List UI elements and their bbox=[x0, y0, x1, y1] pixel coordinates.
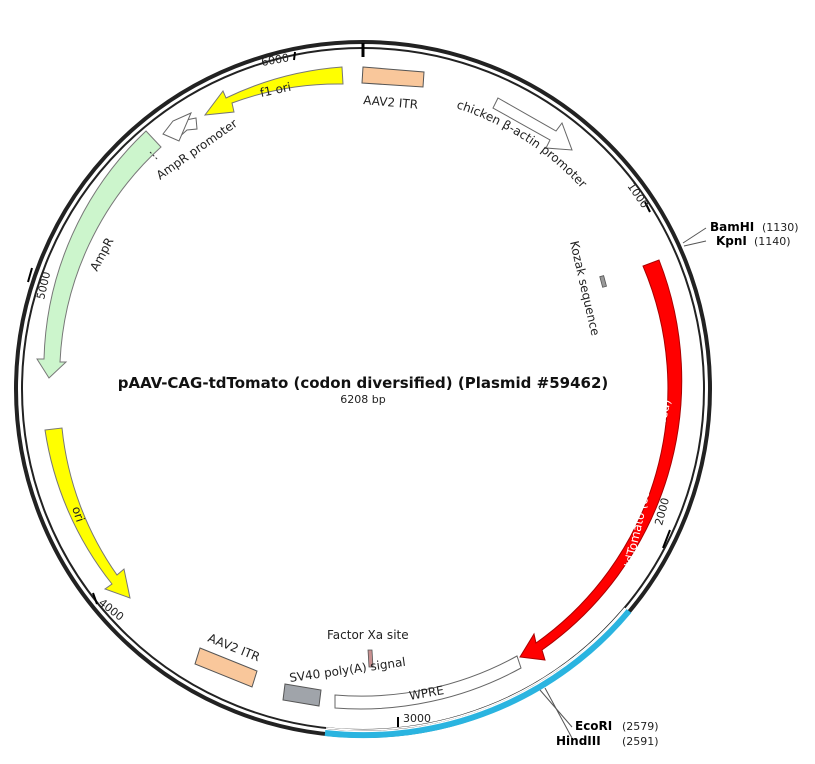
f1-ori-feature bbox=[203, 66, 344, 116]
tick-mark-2000 bbox=[662, 529, 671, 549]
tick-label-5000: 5000 bbox=[34, 270, 53, 300]
ori-feature bbox=[44, 427, 131, 599]
tick-label-6000: 6000 bbox=[260, 51, 290, 69]
ecori-site-pos: (2579) bbox=[622, 720, 659, 733]
kpni-site-name: KpnI bbox=[716, 234, 747, 248]
ampr-label: AmpR bbox=[87, 235, 116, 273]
hindiii-leader-line bbox=[544, 687, 573, 739]
kpni-site-pos: (1140) bbox=[754, 235, 791, 248]
plasmid-title: pAAV-CAG-tdTomato (codon diversified) (P… bbox=[118, 374, 609, 392]
sv40-feature bbox=[282, 683, 322, 707]
tick-mark-5000 bbox=[27, 267, 33, 283]
wpre-label: WPRE bbox=[408, 683, 445, 703]
tdtomato-feature bbox=[519, 259, 683, 661]
ampr-promoter-feature-head bbox=[162, 112, 192, 142]
aav2-itr-bottom-feature bbox=[194, 647, 258, 688]
kozak-sequence-feature bbox=[599, 275, 607, 288]
plasmid-size: 6208 bp bbox=[340, 393, 385, 406]
chicken-promoter-feature bbox=[492, 97, 573, 151]
bamhi-site-name: BamHI bbox=[710, 220, 754, 234]
f1-ori-label: f1 ori bbox=[259, 80, 293, 100]
wpre-backbone-region bbox=[324, 609, 632, 739]
factor-xa-label: Factor Xa site bbox=[327, 628, 409, 642]
ori-label: ori bbox=[69, 505, 87, 524]
kozak-sequence-label: Kozak sequence bbox=[567, 240, 602, 338]
ampr-feature bbox=[36, 130, 162, 379]
tick-mark-1000 bbox=[644, 201, 651, 213]
sv40-label: SV40 poly(A) signal bbox=[288, 655, 406, 685]
hindiii-site-name: HindIII bbox=[556, 734, 601, 748]
tick-mark-6000 bbox=[293, 51, 296, 61]
ampr-promoter-divider bbox=[149, 151, 159, 161]
aav2-itr-top-label: AAV2 ITR bbox=[363, 93, 419, 112]
kpni-leader-line bbox=[683, 240, 707, 247]
wpre-backbone-region-inner bbox=[325, 607, 626, 731]
ecori-site-name: EcoRI bbox=[575, 719, 612, 733]
aav2-itr-top-feature bbox=[361, 66, 425, 88]
tick-mark-4000 bbox=[92, 592, 98, 605]
hindiii-site-pos: (2591) bbox=[622, 735, 659, 748]
factor-xa-feature bbox=[367, 649, 374, 668]
bamhi-site-pos: (1130) bbox=[762, 221, 799, 234]
wpre-feature bbox=[334, 655, 522, 710]
bamhi-leader-line bbox=[682, 227, 707, 244]
tick-label-3000: 3000 bbox=[403, 712, 431, 725]
